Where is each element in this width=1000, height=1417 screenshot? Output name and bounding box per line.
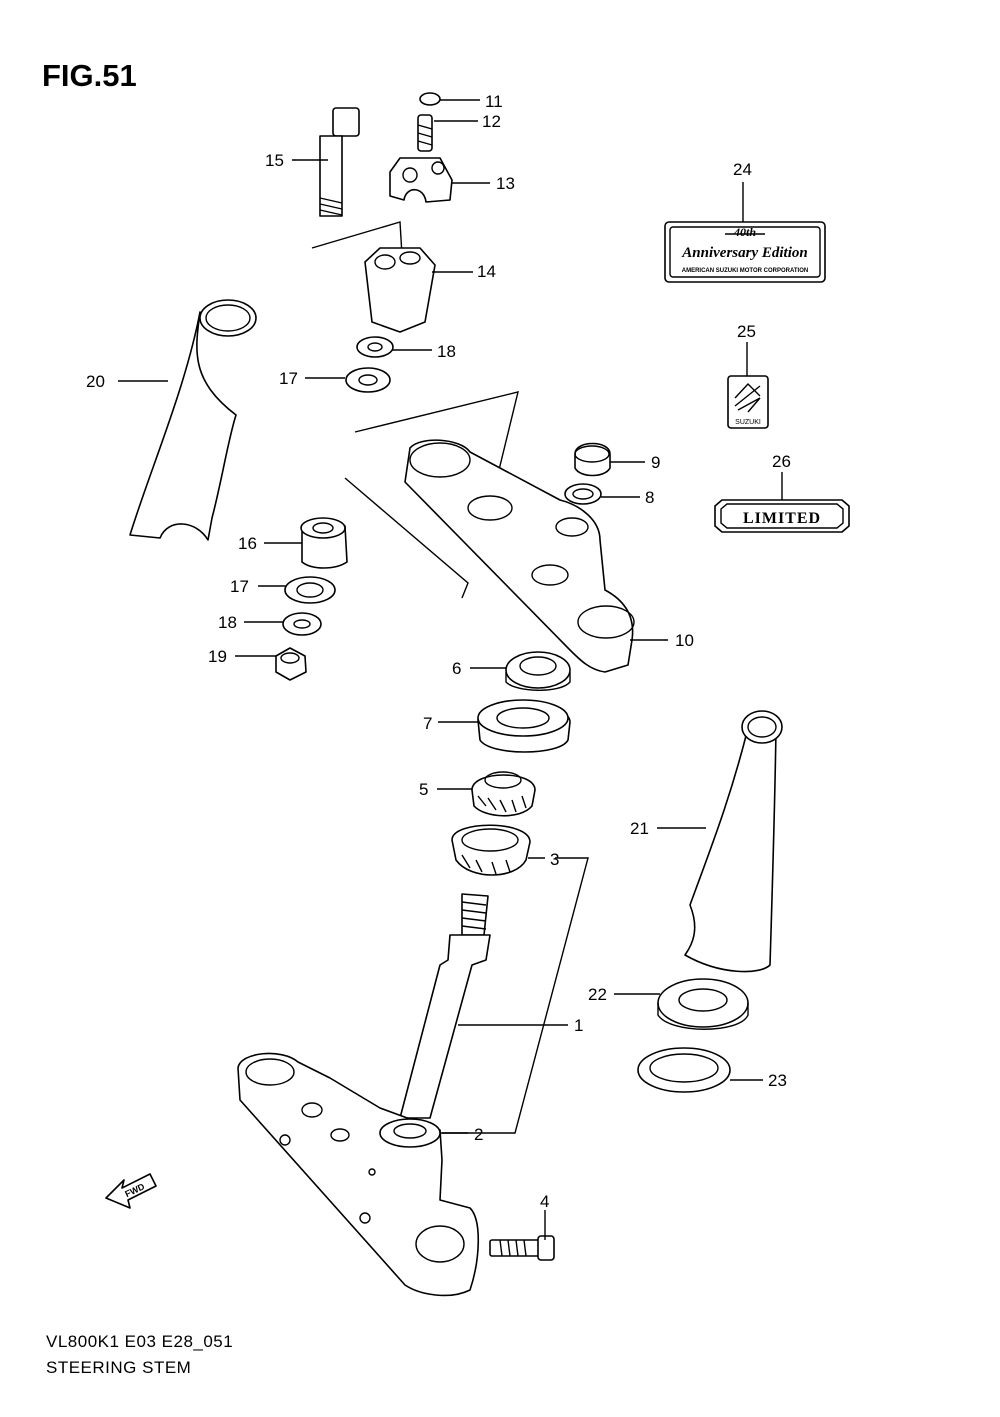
- part-10-upper-bracket: [404, 439, 635, 673]
- callout-6: 6: [452, 659, 461, 678]
- callout-22: 22: [588, 985, 607, 1004]
- part-14-lower-holder: [364, 247, 436, 333]
- callout-18-lower: 18: [218, 613, 237, 632]
- callout-21: 21: [630, 819, 649, 838]
- part-12-bolt: [417, 114, 433, 152]
- callout-14: 14: [477, 262, 496, 281]
- callout-16: 16: [238, 534, 257, 553]
- part-18-washer-upper: [356, 336, 394, 358]
- callout-15: 15: [265, 151, 284, 170]
- part-17-washer-lower: [284, 576, 336, 604]
- part-9-cap-nut: [574, 442, 611, 477]
- callout-20: 20: [86, 372, 105, 391]
- callout-24: 24: [733, 160, 752, 179]
- callout-10: 10: [675, 631, 694, 650]
- part-16-bushing: [300, 517, 348, 569]
- limited-text: LIMITED: [743, 510, 821, 527]
- callout-11: 11: [485, 92, 503, 111]
- anniversary-title: Anniversary Edition: [681, 245, 807, 261]
- anniversary-number: 40th: [733, 225, 756, 239]
- callout-17-lower: 17: [230, 577, 249, 596]
- part-25-suzuki-emblem: SUZUKI: [727, 375, 769, 429]
- part-26-limited-plate: LIMITED: [714, 499, 850, 533]
- callout-23: 23: [768, 1071, 787, 1090]
- part-13-upper-holder: [389, 157, 453, 203]
- section-title: STEERING STEM: [46, 1358, 192, 1377]
- part-2-dust-seal: [379, 1118, 441, 1148]
- callout-7: 7: [423, 714, 432, 733]
- part-20-fork-cover-left: [129, 299, 257, 541]
- callout-25: 25: [737, 322, 756, 341]
- callout-3: 3: [550, 850, 559, 869]
- part-11-cap: [419, 92, 441, 106]
- callout-26: 26: [772, 452, 791, 471]
- part-3-lower-bearing: [451, 824, 531, 876]
- part-24-anniversary-badge: 40th Anniversary Edition AMERICAN SUZUKI…: [664, 221, 826, 283]
- callout-1: 1: [574, 1016, 583, 1035]
- part-17-washer-upper: [345, 367, 391, 393]
- part-5-upper-bearing: [471, 771, 536, 817]
- anniversary-company: AMERICAN SUZUKI MOTOR CORPORATION: [682, 268, 808, 274]
- callout-8: 8: [645, 488, 654, 507]
- callout-18-upper: 18: [437, 342, 456, 361]
- callout-13: 13: [496, 174, 515, 193]
- part-22-lock-nut: [657, 978, 749, 1030]
- callout-5: 5: [419, 780, 428, 799]
- fwd-direction-arrow: FWD: [105, 1173, 157, 1209]
- part-18-washer-lower: [282, 612, 322, 636]
- suzuki-emblem-text: SUZUKI: [735, 419, 761, 426]
- model-code: VL800K1 E03 E28_051: [46, 1332, 234, 1351]
- guide-lines: [311, 221, 589, 1134]
- callout-19: 19: [208, 647, 227, 666]
- part-21-fork-cover-right: [684, 710, 783, 973]
- part-8-washer: [564, 483, 602, 505]
- part-19-nut: [275, 647, 307, 681]
- part-6-steering-nut: [505, 651, 571, 691]
- part-1-steering-stem: [237, 893, 491, 1297]
- callout-17-upper: 17: [279, 369, 298, 388]
- callouts: 11 12 13 15 14 18 17 20 9 8 16 17 18 19 …: [86, 92, 791, 1240]
- part-7-dust-seal: [477, 699, 571, 753]
- part-23-washer: [637, 1047, 731, 1093]
- callout-9: 9: [651, 453, 660, 472]
- callout-4: 4: [540, 1192, 549, 1211]
- part-15-bolt: [319, 107, 360, 217]
- callout-2: 2: [474, 1125, 483, 1144]
- part-4-bolt: [489, 1235, 555, 1261]
- figure-label: FIG.51: [42, 58, 137, 93]
- callout-12: 12: [482, 112, 501, 131]
